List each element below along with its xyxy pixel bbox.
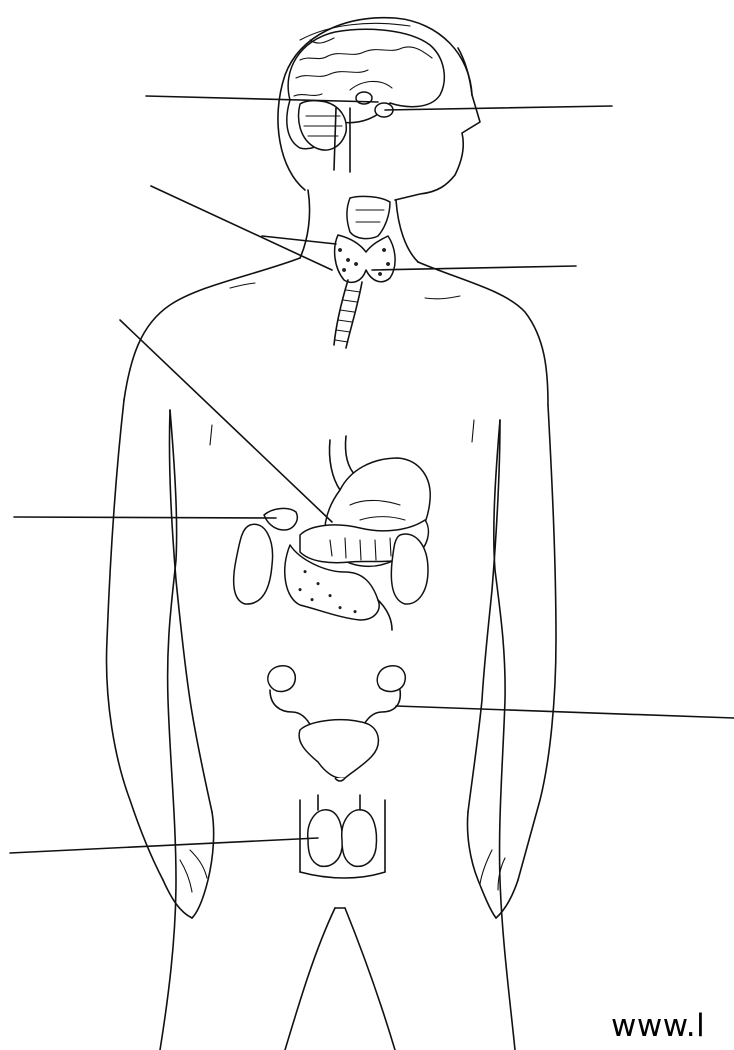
leader-testis xyxy=(10,838,318,853)
thyroid xyxy=(334,196,395,348)
testes xyxy=(300,795,385,878)
ovaries-uterus xyxy=(268,666,405,781)
leader-pancreas xyxy=(120,320,332,522)
abdominal-organs xyxy=(234,436,431,630)
leader-parathyroid-1 xyxy=(151,186,332,270)
leader-thyroid xyxy=(372,266,576,270)
watermark-text: www.l xyxy=(611,1008,705,1044)
leader-adrenal xyxy=(14,517,276,518)
leader-ovary xyxy=(396,706,734,718)
